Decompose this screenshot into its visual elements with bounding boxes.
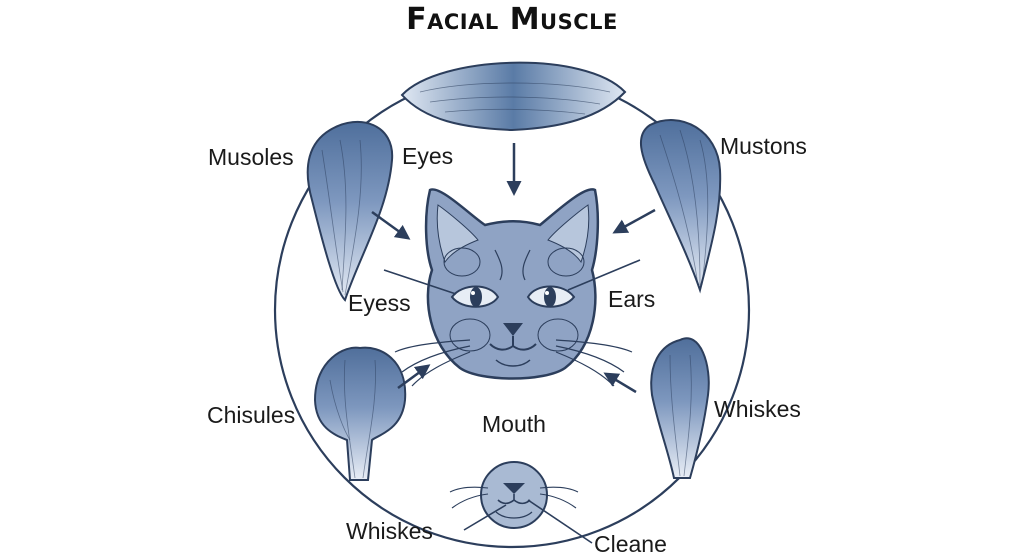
upper-left-muscle	[306, 121, 394, 302]
diagram-title: Facial Muscle	[406, 2, 618, 37]
muzzle-detail	[449, 461, 579, 529]
lower-left-muscle	[313, 346, 407, 481]
label-eyes: Eyes	[402, 143, 454, 169]
cat-head	[394, 188, 633, 387]
label-eyess: Eyess	[348, 290, 411, 316]
label-cleane: Cleane	[594, 531, 667, 557]
label-mouth: Mouth	[482, 411, 546, 437]
upper-right-muscle	[639, 119, 722, 294]
label-whiskes-bottom: Whiskes	[346, 518, 433, 544]
lower-right-muscle	[650, 337, 710, 479]
label-mustons: Mustons	[720, 133, 807, 159]
label-musoles: Musoles	[208, 144, 294, 170]
top-muscle	[400, 61, 627, 132]
label-chisules: Chisules	[207, 402, 296, 428]
arrows	[371, 143, 656, 394]
label-whiskes-right: Whiskes	[714, 396, 801, 422]
label-ears: Ears	[608, 286, 656, 312]
leader-lines	[383, 259, 641, 544]
